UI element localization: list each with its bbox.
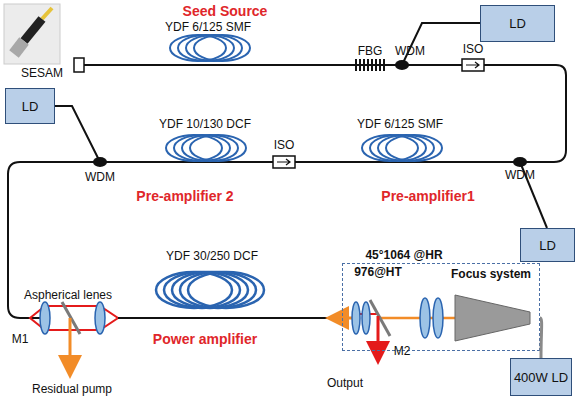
component-label: SESAM bbox=[21, 67, 63, 80]
residual-pump-arrow bbox=[69, 318, 72, 370]
component-label: WDM bbox=[505, 169, 535, 182]
stage-title: Pre-amplifier 2 bbox=[136, 189, 233, 204]
fiber-coil bbox=[180, 272, 256, 308]
cable-jacket bbox=[42, 8, 52, 19]
wdm-coupler bbox=[93, 157, 107, 167]
focus-lens bbox=[420, 298, 430, 338]
component-label: ISO bbox=[463, 43, 484, 56]
wdm-coupler bbox=[395, 60, 409, 70]
laser-diode-box: 400W LD bbox=[510, 358, 572, 396]
component-label: YDF 6/125 SMF bbox=[357, 118, 443, 131]
connector-ferrule bbox=[14, 41, 24, 54]
collimating-lens bbox=[362, 302, 370, 334]
component-label: YDF 10/130 DCF bbox=[159, 118, 251, 131]
aspheric-lens bbox=[40, 302, 50, 334]
component-label: WDM bbox=[85, 171, 115, 184]
pump-arrow bbox=[334, 317, 352, 320]
node-label: 400W LD bbox=[514, 370, 568, 385]
component-label: M2 bbox=[394, 345, 411, 358]
fiber-coil bbox=[172, 272, 248, 308]
wdm-coupler bbox=[513, 157, 527, 167]
component-label: Output bbox=[327, 377, 363, 390]
fiber-coil bbox=[190, 135, 246, 161]
delivery-fiber bbox=[540, 318, 542, 358]
mirror bbox=[370, 300, 390, 336]
aspheric-lens bbox=[95, 302, 105, 334]
component-label: Aspherical lenes bbox=[24, 289, 112, 302]
node-label: LD bbox=[539, 238, 556, 253]
fiber-coil bbox=[156, 272, 232, 308]
pump-fiber bbox=[55, 106, 100, 162]
laser-diode-box: LD bbox=[480, 5, 555, 42]
isolator-arrow bbox=[466, 62, 479, 68]
collimating-lens bbox=[352, 302, 360, 334]
laser-diode-box: LD bbox=[5, 88, 55, 124]
fiber-line bbox=[118, 317, 345, 319]
laser-diode-box: LD bbox=[520, 228, 575, 262]
fbg-grating bbox=[356, 59, 384, 71]
stage-title: Seed Source bbox=[183, 4, 268, 19]
isolator bbox=[273, 156, 295, 168]
fiber-coil bbox=[164, 272, 240, 308]
sesam-mount bbox=[74, 58, 84, 72]
component-label: 976@HT bbox=[354, 266, 402, 279]
focus-lens bbox=[433, 298, 443, 338]
photo-frame bbox=[4, 4, 60, 64]
fiber-taper bbox=[455, 295, 530, 341]
isolator bbox=[462, 59, 484, 71]
stage-title: Pre-amplifier1 bbox=[381, 189, 474, 204]
component-label: YDF 6/125 SMF bbox=[165, 21, 251, 34]
node-label: LD bbox=[22, 99, 39, 114]
output-arrow bbox=[377, 316, 380, 356]
fiber-coil bbox=[194, 35, 250, 61]
fiber-coil bbox=[188, 272, 264, 308]
component-label: M1 bbox=[12, 333, 29, 346]
node-label: LD bbox=[509, 16, 526, 31]
component-label: 45°1064 @HR bbox=[365, 249, 442, 262]
connector-body bbox=[24, 19, 42, 41]
node-label: Focus system bbox=[451, 267, 531, 281]
isolator-arrow bbox=[277, 159, 290, 165]
component-label: WDM bbox=[395, 45, 425, 58]
fiber-coil bbox=[386, 135, 442, 161]
component-label: FBG bbox=[358, 45, 383, 58]
component-label: Residual pump bbox=[32, 383, 112, 396]
stage-title: Power amplifier bbox=[153, 332, 257, 347]
fiber-line bbox=[8, 65, 566, 318]
component-label: YDF 30/250 DCF bbox=[166, 250, 258, 263]
component-label: ISO bbox=[274, 139, 295, 152]
